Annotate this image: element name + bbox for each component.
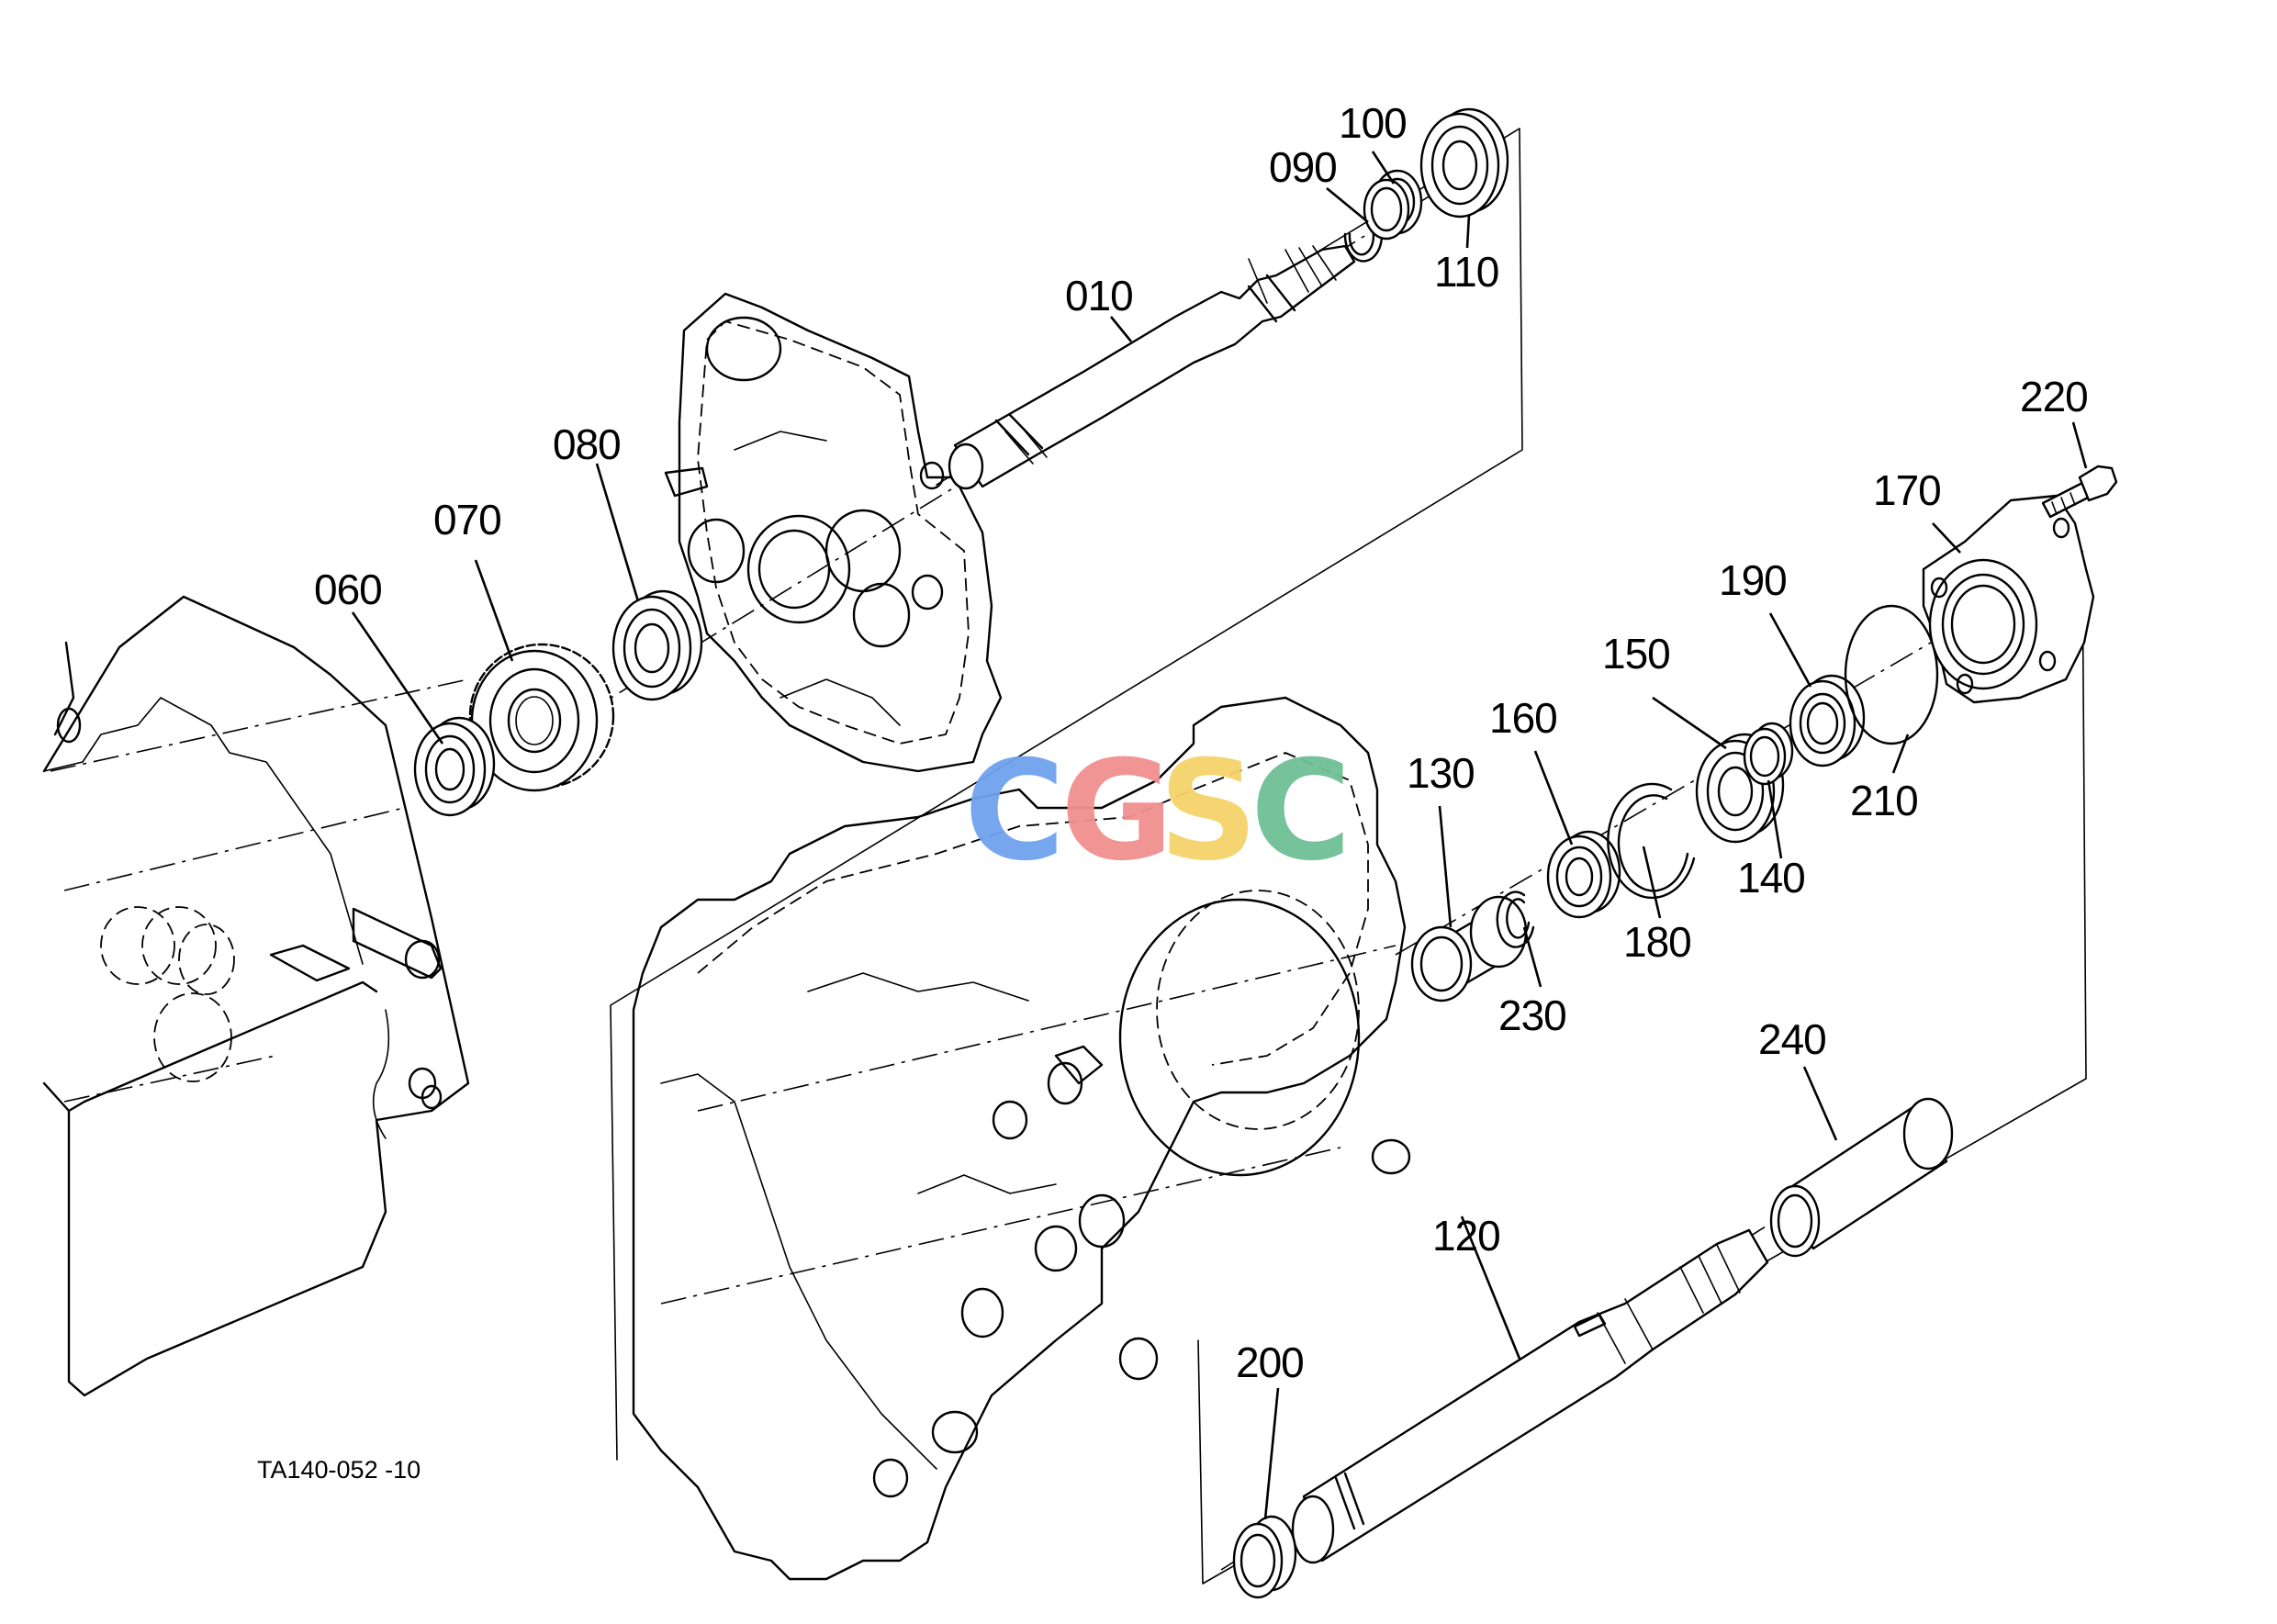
label-090: 090 bbox=[1269, 143, 1337, 191]
label-140: 140 bbox=[1737, 854, 1805, 902]
label-010: 010 bbox=[1065, 272, 1133, 319]
circlip-230 bbox=[1496, 890, 1535, 948]
part-labels: 010 060 070 080 090 100 110 120 130 140 … bbox=[314, 99, 2089, 1386]
bearing-110 bbox=[1419, 107, 1509, 218]
gear-070 bbox=[468, 643, 615, 792]
pto-parts-assembly bbox=[1395, 465, 2118, 1002]
label-130: 130 bbox=[1407, 749, 1475, 797]
label-190: 190 bbox=[1719, 556, 1787, 604]
collar-200 bbox=[1232, 1515, 1297, 1599]
label-110: 110 bbox=[1434, 248, 1498, 296]
collar-140 bbox=[1743, 722, 1794, 786]
left-housing bbox=[42, 595, 470, 1397]
front-cover-housing bbox=[664, 292, 1003, 773]
label-240: 240 bbox=[1758, 1015, 1826, 1063]
label-120: 120 bbox=[1432, 1212, 1500, 1260]
watermark-letter-g: G bbox=[1060, 732, 1173, 891]
leader-lines bbox=[351, 151, 2088, 1520]
bearing-160 bbox=[1546, 830, 1621, 919]
label-180: 180 bbox=[1623, 918, 1691, 966]
upper-shaft-assembly bbox=[413, 107, 1509, 817]
watermark-letter-c1: C bbox=[964, 732, 1065, 891]
collar-100 bbox=[1363, 169, 1423, 241]
lower-shaft-assembly bbox=[1220, 1097, 1954, 1599]
label-150: 150 bbox=[1602, 630, 1670, 678]
label-210: 210 bbox=[1850, 777, 1918, 824]
watermark: C G S C bbox=[964, 732, 1352, 891]
label-060: 060 bbox=[314, 566, 382, 613]
label-230: 230 bbox=[1498, 991, 1566, 1039]
label-100: 100 bbox=[1339, 99, 1407, 147]
drawing-code: TA140-052 -10 bbox=[257, 1456, 421, 1484]
snap-ring-180 bbox=[1607, 782, 1696, 900]
oil-seal-190 bbox=[1789, 674, 1866, 767]
shaft-010 bbox=[948, 244, 1356, 490]
bolt-220 bbox=[2041, 465, 2118, 519]
label-070: 070 bbox=[433, 496, 501, 543]
bearing-cover-170 bbox=[1922, 494, 2095, 704]
pto-shaft-120 bbox=[1291, 1228, 1769, 1564]
o-ring-210 bbox=[1844, 604, 1939, 745]
label-200: 200 bbox=[1236, 1338, 1304, 1386]
bearing-060 bbox=[413, 716, 496, 817]
bearing-080 bbox=[611, 589, 703, 701]
bush-130 bbox=[1410, 895, 1528, 1002]
watermark-letter-c2: C bbox=[1251, 732, 1352, 891]
label-160: 160 bbox=[1489, 694, 1557, 742]
main-transmission-housing bbox=[632, 696, 1411, 1581]
sleeve-240 bbox=[1769, 1097, 1954, 1258]
label-080: 080 bbox=[553, 420, 621, 468]
watermark-letter-s: S bbox=[1159, 732, 1258, 891]
label-170: 170 bbox=[1873, 466, 1941, 514]
label-220: 220 bbox=[2020, 373, 2088, 420]
